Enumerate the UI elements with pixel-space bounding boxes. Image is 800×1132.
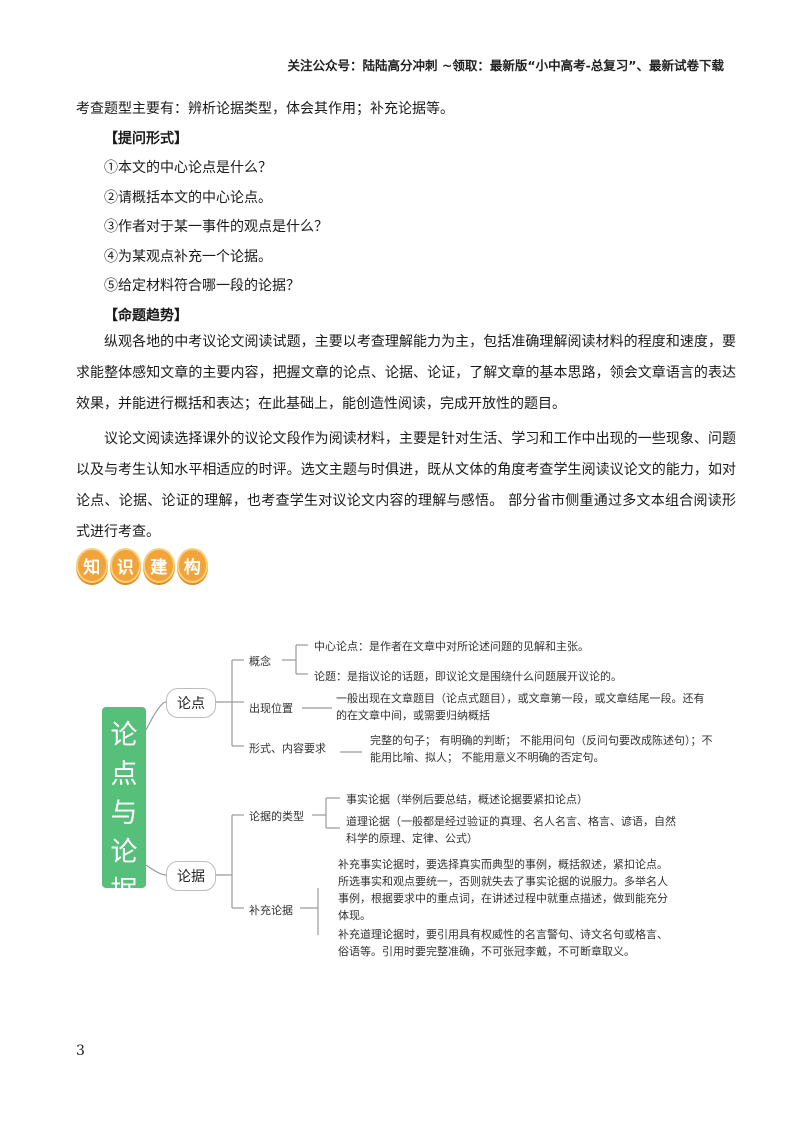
knowledge-build-badge: 知 识 建 构 [76, 548, 208, 583]
page-number: 3 [76, 1043, 85, 1059]
concept-topic: 论题：是指议论的话题，即议论文是围绕什么问题展开议论的。 [314, 670, 622, 683]
root-char: 论 [110, 837, 138, 868]
root-char: 与 [110, 798, 138, 829]
root-char: 论 [110, 720, 138, 751]
intro-line: 考查题型主要有：辨析论据类型，体会其作用；补充论据等。 [76, 101, 454, 117]
trend-title: 【命题趋势】 [104, 308, 188, 324]
form-text: 完整的句子； 有明确的判断； 不能用问句（反问句要改成陈述句）；不能用比喻、拟人… [370, 734, 713, 764]
badge-char: 识 [109, 548, 141, 583]
supplement-reason: 补充道理论据时，要引用具有权威性的名言警句、诗文名句或格言、俗语等。引用时要完整… [338, 928, 668, 958]
reason-evidence: 道理论据（一般都是经过验证的真理、名人名言、格言、谚语，自然科学的原理、定律、公… [346, 815, 676, 845]
branch-supplement: 补充论据 [249, 904, 293, 917]
node-lundian: 论点 [166, 688, 216, 718]
branch-form: 形式、内容要求 [249, 742, 326, 755]
root-char: 据 [110, 876, 138, 907]
trend-paragraph-2: 议论文阅读选择课外的议论文段作为阅读材料，主要是针对生活、学习和工作中出现的一些… [76, 431, 736, 540]
fact-evidence: 事实论据（举例后要总结，概述论据要紧扣论点） [346, 793, 588, 806]
concept-center: 中心论点：是作者在文章中对所论述问题的见解和主张。 [314, 640, 589, 653]
trend-paragraph-1: 纵观各地的中考议论文阅读试题，主要以考查理解能力为主，包括准确理解阅读材料的程度… [76, 334, 736, 412]
badge-char: 构 [176, 548, 208, 583]
badge-char: 建 [143, 548, 175, 583]
question-item: ④为某观点补充一个论据。 [104, 249, 272, 265]
mindmap-root: 论 点 与 论 据 [102, 707, 146, 907]
question-item: ⑤给定材料符合哪一段的论据？ [104, 278, 300, 294]
page-header: 关注公众号：陆陆高分冲刺 ~领取：最新版“小中高考-总复习”、最新试卷下载 [287, 58, 724, 73]
question-item: ③作者对于某一事件的观点是什么？ [104, 219, 328, 235]
node-lunju: 论据 [166, 861, 216, 891]
question-form-title: 【提问形式】 [104, 131, 188, 147]
position-text: 一般出现在文章题目（论点式题目），或文章第一段，或文章结尾一段。还有的在文章中间… [336, 692, 705, 722]
question-item: ②请概括本文的中心论点。 [104, 190, 272, 206]
root-char: 点 [110, 759, 138, 790]
supplement-fact: 补充事实论据时，要选择真实而典型的事例，概括叙述，紧扣论点。所选事实和观点要统一… [338, 858, 668, 922]
badge-char: 知 [76, 548, 108, 583]
branch-types: 论据的类型 [249, 810, 304, 823]
branch-concept: 概念 [249, 655, 271, 668]
question-item: ①本文的中心论点是什么？ [104, 160, 272, 176]
branch-position: 出现位置 [249, 702, 293, 715]
